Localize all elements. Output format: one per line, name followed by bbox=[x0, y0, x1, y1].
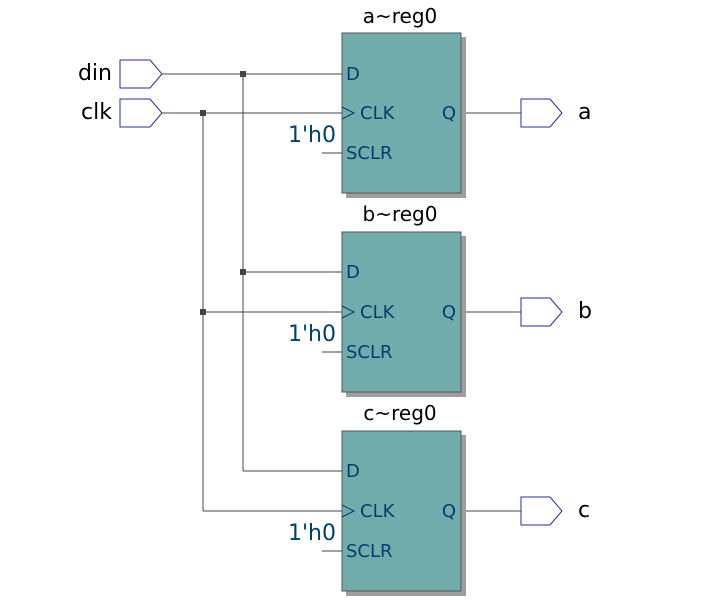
junctions bbox=[200, 71, 246, 315]
output-pin-c-label: c bbox=[578, 498, 590, 523]
output-pin-a[interactable]: a bbox=[520, 98, 591, 128]
input-pin-clk-shape bbox=[119, 98, 163, 128]
register-a-port-d: D bbox=[346, 64, 360, 85]
input-pin-din-shape bbox=[119, 59, 163, 89]
register-a-body bbox=[341, 32, 462, 194]
input-pin-clk-label: clk bbox=[81, 100, 112, 125]
register-b-port-d: D bbox=[346, 262, 360, 283]
register-c-port-d: D bbox=[346, 461, 360, 482]
output-pin-c-shape bbox=[520, 496, 563, 526]
junction-clk-b bbox=[200, 309, 206, 315]
register-b-clock-triangle-icon bbox=[341, 305, 356, 319]
register-b-port-q: Q bbox=[442, 302, 456, 323]
output-pin-b-label: b bbox=[578, 299, 592, 324]
output-pin-b[interactable]: b bbox=[520, 297, 592, 327]
register-c-title: c~reg0 bbox=[363, 401, 436, 425]
register-a-title: a~reg0 bbox=[363, 4, 438, 28]
register-c-clock-triangle-icon bbox=[341, 504, 356, 518]
output-pin-b-shape bbox=[520, 297, 563, 327]
register-b-sclr-const: 1'h0 bbox=[288, 322, 336, 347]
register-c-sclr-const: 1'h0 bbox=[288, 521, 336, 546]
output-pin-c[interactable]: c bbox=[520, 496, 590, 526]
register-b-port-sclr: SCLR bbox=[346, 342, 393, 363]
register-b-title: b~reg0 bbox=[363, 202, 438, 226]
register-b-body bbox=[341, 231, 462, 393]
register-b[interactable]: b~reg0 D CLK SCLR Q 1'h0 bbox=[288, 202, 466, 397]
register-c-port-clk: CLK bbox=[360, 501, 396, 522]
junction-din-a bbox=[240, 71, 246, 77]
register-c-body bbox=[341, 430, 462, 592]
input-pin-din-label: din bbox=[78, 61, 112, 86]
input-pin-clk[interactable]: clk bbox=[81, 98, 163, 128]
register-c[interactable]: c~reg0 D CLK SCLR Q 1'h0 bbox=[288, 401, 466, 596]
register-c-port-q: Q bbox=[442, 501, 456, 522]
junction-din-b bbox=[240, 269, 246, 275]
input-pin-din[interactable]: din bbox=[78, 59, 163, 89]
output-pin-a-shape bbox=[520, 98, 563, 128]
register-b-port-clk: CLK bbox=[360, 302, 396, 323]
register-a-sclr-const: 1'h0 bbox=[288, 123, 336, 148]
junction-clk-a bbox=[200, 110, 206, 116]
register-a-port-sclr: SCLR bbox=[346, 143, 393, 164]
register-a-clock-triangle-icon bbox=[341, 106, 356, 120]
output-pin-a-label: a bbox=[578, 100, 591, 125]
register-a[interactable]: a~reg0 D CLK SCLR Q 1'h0 bbox=[288, 4, 466, 198]
register-a-port-q: Q bbox=[442, 103, 456, 124]
register-c-port-sclr: SCLR bbox=[346, 541, 393, 562]
register-a-port-clk: CLK bbox=[360, 103, 396, 124]
